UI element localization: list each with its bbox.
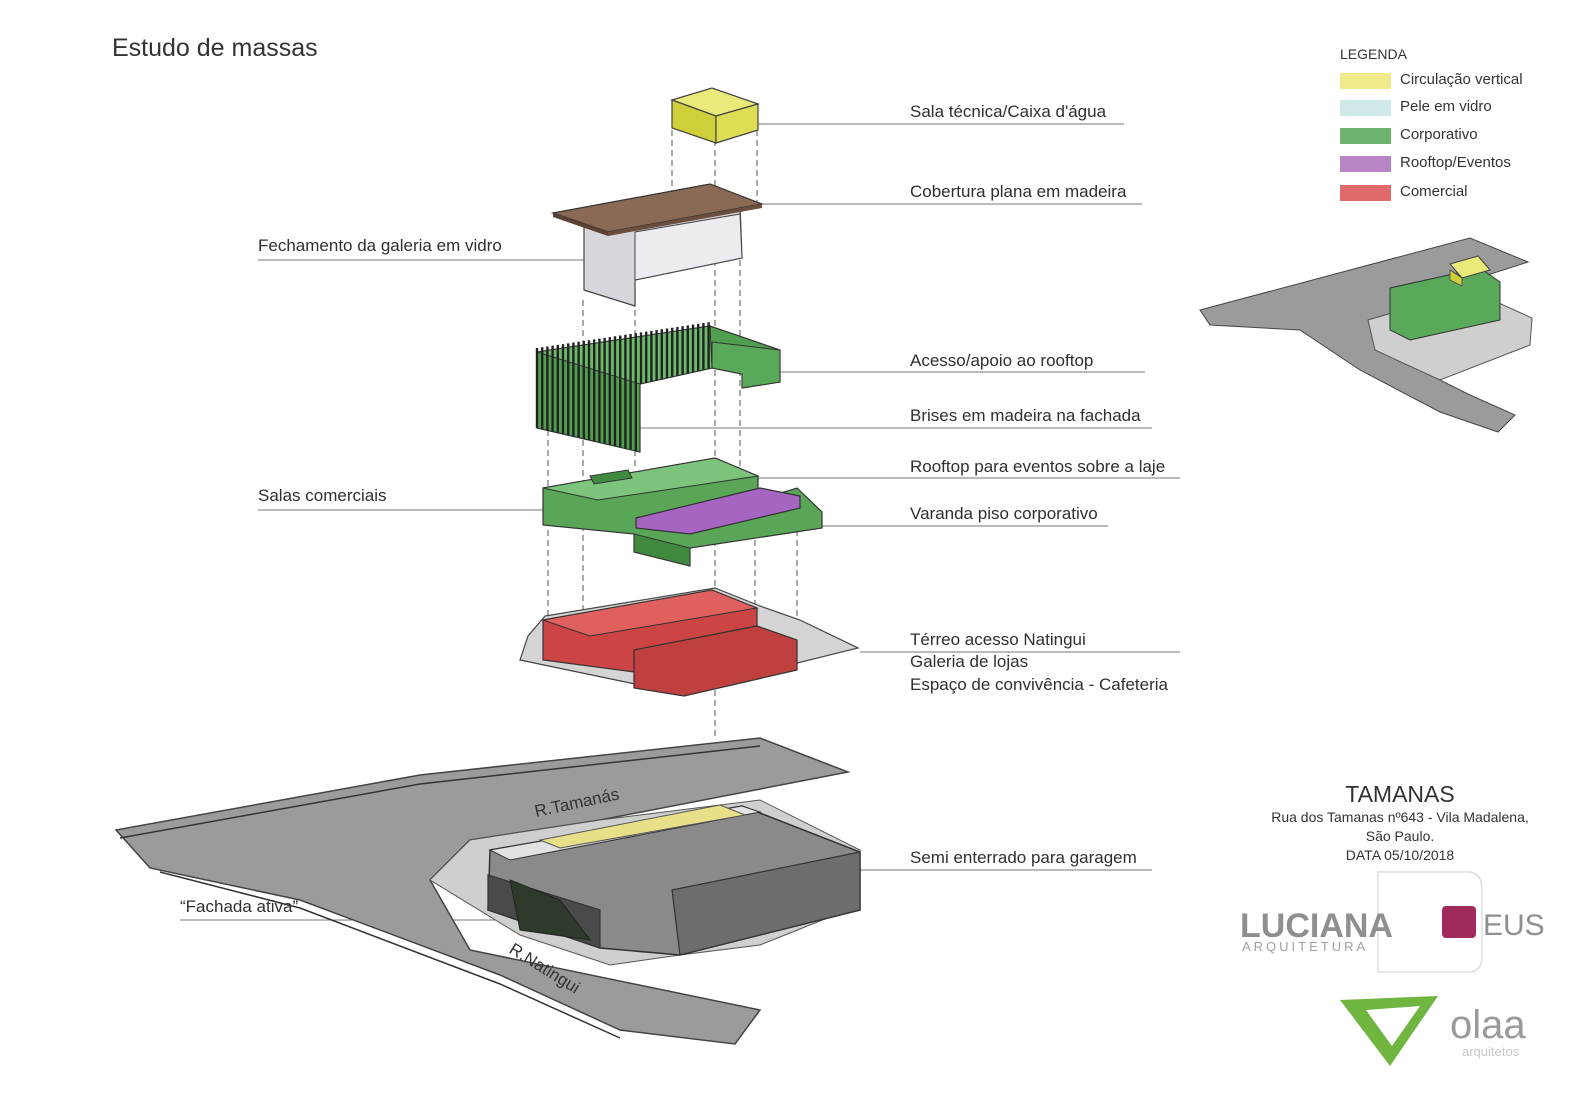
deus-mark-icon: [1442, 906, 1476, 938]
callout-rooftop-eventos: Rooftop para eventos sobre a laje: [910, 457, 1166, 476]
legend-label: Rooftop/Eventos: [1400, 154, 1511, 171]
logo-olaa-sub: arquitetos: [1462, 1044, 1520, 1059]
callout-cobertura: Cobertura plana em madeira: [910, 182, 1127, 201]
logo-deus: EUS: [1483, 909, 1545, 942]
mini-axonometric: [1199, 237, 1533, 433]
callout-brises: Brises em madeira na fachada: [910, 406, 1141, 425]
corporate-upper-block: [535, 322, 781, 453]
legend-swatch: [1340, 73, 1391, 89]
legend-label: Comercial: [1400, 183, 1468, 200]
legend-swatch: [1340, 128, 1391, 144]
callout-fechamento-galeria: Fechamento da galeria em vidro: [258, 236, 502, 255]
wood-roof-block: [550, 183, 765, 307]
garage-block: [487, 804, 861, 956]
logo-luciana-sub: ARQUITETURA: [1242, 939, 1368, 954]
callout-acesso-rooftop: Acesso/apoio ao rooftop: [910, 351, 1094, 370]
callout-galeria-lojas: Galeria de lojas: [910, 652, 1029, 671]
olaa-logo: olaa arquitetos: [1340, 996, 1526, 1066]
project-info: TAMANAS Rua dos Tamanas nº643 - Vila Mad…: [1240, 780, 1560, 865]
callout-terreo: Térreo acesso Natingui: [910, 630, 1086, 649]
logo-luciana: LUCIANA: [1240, 907, 1393, 945]
corporate-middle-block: [542, 457, 823, 567]
legend-title: LEGENDA: [1340, 46, 1407, 62]
luciana-deus-logo: LUCIANA ARQUITETURA EUS: [1240, 871, 1545, 973]
legend-swatch: [1340, 185, 1391, 201]
callout-salas-comerciais: Salas comerciais: [258, 486, 387, 505]
callout-semi-enterrado: Semi enterrado para garagem: [910, 848, 1137, 867]
callout-convivencia: Espaço de convivência - Cafeteria: [910, 675, 1168, 694]
project-name: TAMANAS: [1345, 781, 1455, 807]
legend-swatch: [1340, 100, 1391, 116]
commercial-ground-block: [519, 587, 860, 697]
project-date: DATA 05/10/2018: [1345, 847, 1455, 863]
legend-swatch: [1340, 156, 1391, 172]
callout-varanda: Varanda piso corporativo: [910, 504, 1098, 523]
leader-lines: [180, 123, 1180, 921]
project-address-1: Rua dos Tamanas nº643 - Vila Madalena,: [1271, 809, 1529, 825]
callout-fachada-ativa: “Fachada ativa”: [180, 897, 299, 916]
legend-label: Circulação vertical: [1400, 71, 1523, 88]
legend-label: Pele em vidro: [1400, 98, 1492, 115]
callout-sala-tecnica: Sala técnica/Caixa d'água: [910, 102, 1107, 121]
page-title: Estudo de massas: [112, 34, 318, 62]
logo-olaa: olaa: [1450, 1003, 1526, 1047]
water-tank-block: [670, 87, 760, 144]
project-address-2: São Paulo.: [1365, 828, 1435, 844]
legend-label: Corporativo: [1400, 126, 1478, 143]
